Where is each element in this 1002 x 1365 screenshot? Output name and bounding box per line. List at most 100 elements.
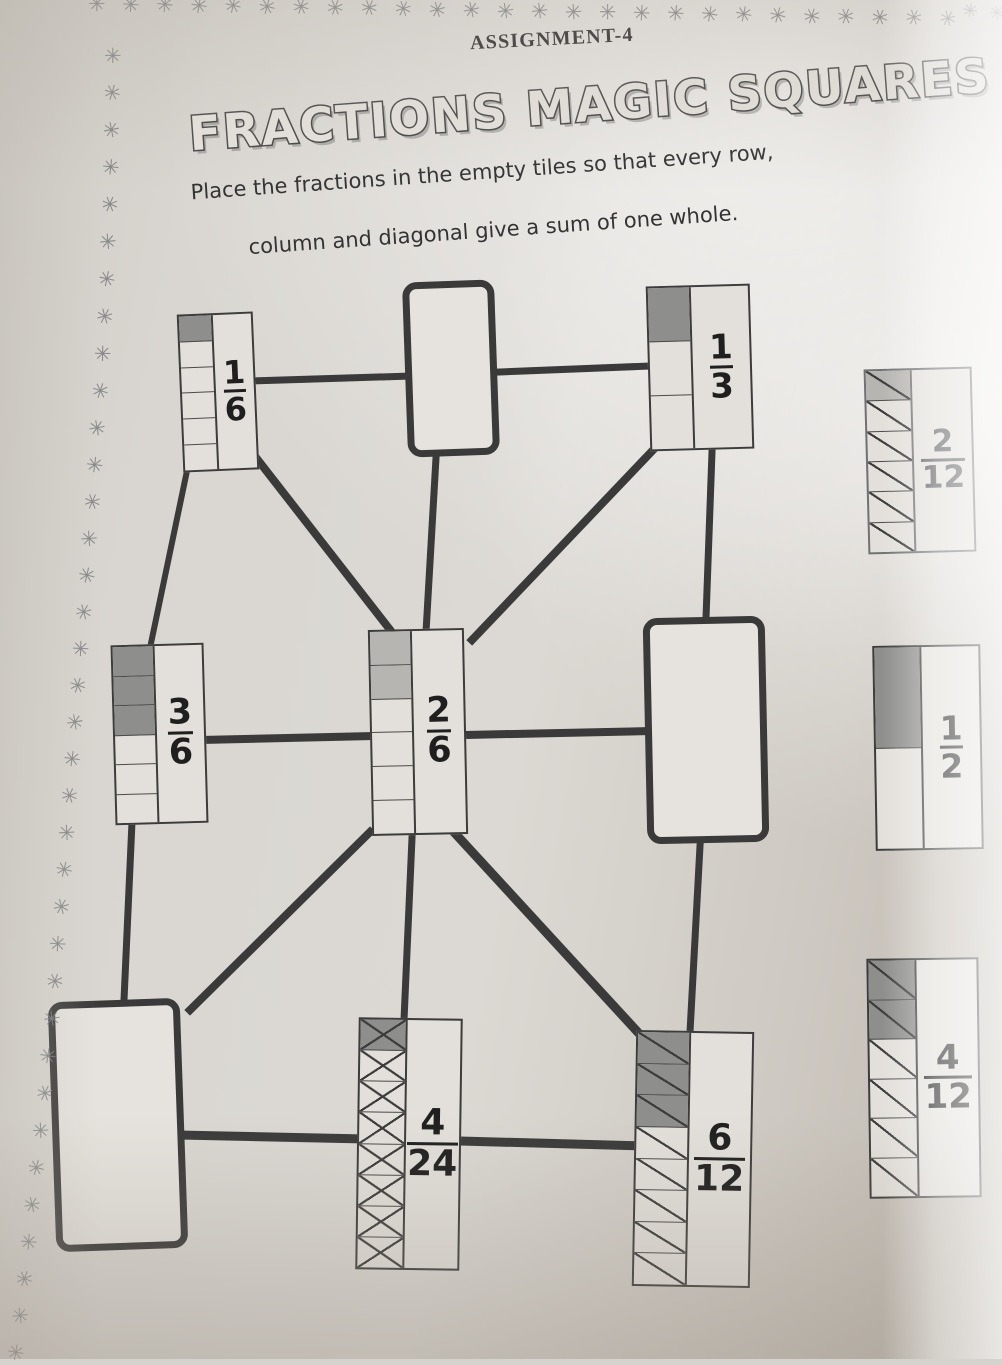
- fraction-segment: [634, 1221, 686, 1255]
- fraction-segment: [373, 800, 414, 834]
- grid-cell-r1c3[interactable]: 1 3: [645, 283, 755, 452]
- grid-cell-r3c2[interactable]: 4 24: [355, 1017, 463, 1271]
- fraction-segment: [868, 999, 916, 1040]
- fraction-label: 2 6: [412, 630, 466, 833]
- fraction-segment: [868, 461, 913, 493]
- fraction-segment: [113, 675, 155, 707]
- fraction-segment: [865, 370, 911, 402]
- asterisk-flower-icon: ✳: [88, 0, 106, 16]
- fraction-segment: [357, 1206, 404, 1238]
- asterisk-flower-icon: ✳: [34, 1045, 60, 1066]
- fraction-segment: [870, 522, 915, 552]
- fraction-label: 4 24: [404, 1020, 460, 1269]
- fraction-segment: [112, 646, 154, 677]
- fraction-numerator: 1: [222, 353, 247, 393]
- fraction-segment: [358, 1174, 404, 1207]
- fraction-segment: [372, 766, 414, 802]
- fraction-numerator: 6: [706, 1117, 733, 1159]
- fraction-segment: [635, 1158, 687, 1192]
- asterisk-flower-icon: ✳: [154, 0, 175, 18]
- asterisk-flower-icon: ✳: [121, 0, 141, 18]
- fraction-segment: [868, 491, 914, 523]
- fraction-numerator: 4: [935, 1037, 960, 1079]
- fraction-label: 1 3: [691, 286, 752, 449]
- fraction-segment: [867, 430, 913, 463]
- fraction-segment: [180, 366, 215, 394]
- fraction-segment: [115, 734, 156, 766]
- grid-cell-r3c3[interactable]: 6 12: [631, 1029, 755, 1289]
- fraction-denominator: 6: [426, 729, 452, 771]
- fraction-segment: [637, 1063, 689, 1097]
- fraction-label: 1 2: [921, 646, 981, 848]
- fraction-denominator: 12: [921, 457, 966, 496]
- fraction-segment: [871, 1158, 918, 1197]
- fraction-segment: [649, 341, 692, 397]
- fraction-denominator: 6: [168, 731, 194, 773]
- fraction-segment: [179, 341, 213, 369]
- grid-cell-r1c2-empty-answer-box[interactable]: [401, 279, 501, 458]
- fraction-segment: [178, 315, 212, 343]
- fraction-denominator: 24: [406, 1141, 458, 1185]
- fraction-denominator: 3: [709, 364, 735, 407]
- fraction-segment: [651, 395, 693, 449]
- fraction-segment: [115, 764, 157, 795]
- fraction-segment: [183, 418, 217, 446]
- fraction-segment: [634, 1190, 687, 1223]
- asterisk-flower-icon: ✳: [960, 0, 980, 24]
- asterisk-flower-icon: ✳: [70, 639, 94, 658]
- fraction-segment: [358, 1112, 405, 1145]
- asterisk-flower-icon: ✳: [104, 45, 122, 68]
- answer-bank-tile-1[interactable]: 2 12: [863, 366, 977, 555]
- grid-cell-r1c1[interactable]: 1 6: [176, 311, 260, 473]
- fraction-segment: [371, 698, 413, 734]
- fraction-denominator: 6: [223, 388, 248, 429]
- answer-bank-tile-2[interactable]: 1 2: [872, 644, 984, 851]
- fraction-numerator: 1: [708, 326, 734, 368]
- fraction-label: 1 6: [213, 314, 257, 469]
- fraction-segment: [866, 400, 912, 433]
- fraction-segment: [869, 1039, 917, 1080]
- fraction-segment: [874, 647, 922, 749]
- fraction-segment: [647, 287, 691, 343]
- grid-cell-r2c2[interactable]: 2 6: [367, 628, 469, 836]
- fraction-segment: [359, 1081, 405, 1114]
- asterisk-flower-icon: ✳: [18, 1228, 39, 1253]
- fraction-segment: [117, 794, 158, 824]
- fraction-numerator: 3: [167, 692, 193, 734]
- fraction-segment: [182, 392, 216, 420]
- fraction-segment: [634, 1253, 686, 1285]
- fraction-numerator: 1: [939, 708, 963, 748]
- fraction-segment: [184, 444, 217, 470]
- fraction-segment: [870, 1078, 917, 1119]
- fraction-label: 4 12: [916, 959, 979, 1196]
- fraction-segment: [358, 1143, 404, 1176]
- fraction-label: 6 12: [687, 1033, 752, 1286]
- fraction-segment: [369, 631, 411, 666]
- fraction-numerator: 4: [419, 1102, 446, 1144]
- asterisk-flower-icon: ✳: [37, 1008, 64, 1029]
- fraction-label: 2 12: [912, 369, 975, 551]
- fraction-segment: [372, 732, 413, 768]
- fraction-denominator: 12: [693, 1157, 745, 1200]
- asterisk-flower-icon: ✳: [94, 231, 120, 252]
- fraction-segment: [360, 1019, 406, 1052]
- fraction-segment: [114, 705, 156, 736]
- fraction-numerator: 2: [931, 423, 954, 460]
- fraction-segment: [636, 1095, 689, 1128]
- fraction-segment: [370, 664, 412, 700]
- fraction-segment: [870, 1118, 918, 1159]
- fraction-numerator: 2: [425, 690, 452, 732]
- asterisk-flower-icon: ✳: [57, 821, 77, 846]
- fraction-segment: [637, 1032, 690, 1065]
- grid-cell-r2c1[interactable]: 3 6: [110, 642, 209, 826]
- answer-bank-tile-3[interactable]: 4 12: [866, 957, 982, 1199]
- fraction-segment: [876, 748, 923, 849]
- fraction-segment: [868, 960, 915, 1001]
- fraction-denominator: 12: [924, 1075, 973, 1117]
- grid-cell-r3c1-empty-answer-box[interactable]: [47, 997, 189, 1253]
- grid-cell-r2c3-empty-answer-box[interactable]: [642, 615, 770, 845]
- fraction-denominator: 2: [939, 744, 964, 786]
- fraction-label: 3 6: [155, 645, 207, 822]
